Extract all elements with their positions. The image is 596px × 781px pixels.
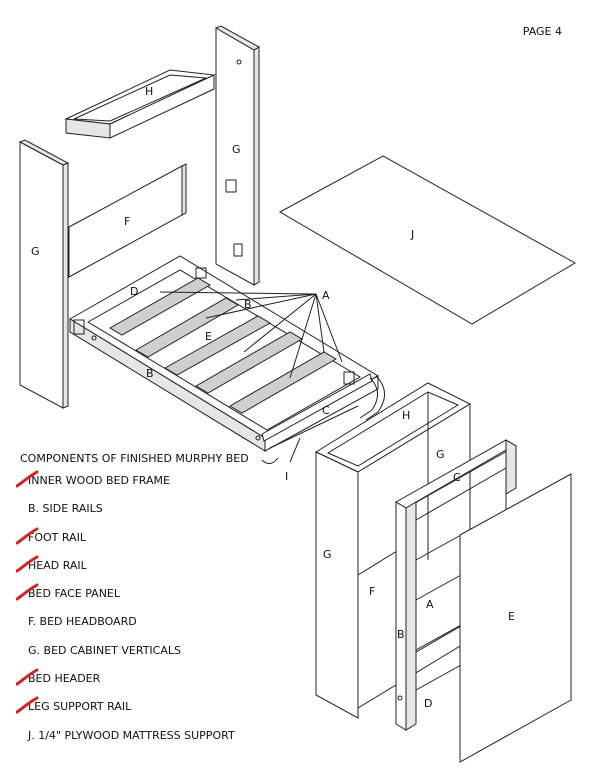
page-number: PAGE 4 [522,25,562,38]
label-g-cabinet-side: G [323,548,332,561]
component-text: BED FACE PANEL [28,587,121,601]
label-d-frame: D [130,285,138,298]
component-item: G. BED CABINET VERTICALS [22,644,235,672]
label-g-top: G [232,143,241,156]
component-text: G. BED CABINET VERTICALS [28,643,181,657]
part-h-header [64,69,216,139]
component-item: LEG SUPPORT RAIL [16,696,235,728]
label-f-cabinet: F [369,585,375,598]
component-item: INNER WOOD BED FRAME [16,470,235,502]
label-e-frame: E [205,330,212,343]
components-title: COMPONENTS OF FINISHED MURPHY BED [20,452,249,465]
component-item: FOOT RAIL [16,527,235,559]
label-b-frame-lower: B [146,367,154,380]
label-c-frame: C [322,404,330,417]
component-item: BED HEADER [16,668,235,700]
part-j-plywood [278,155,577,325]
component-item: J. 1/4" PLYWOOD MATTRESS SUPPORT [22,729,235,757]
label-j: J [410,228,414,241]
label-b-cabinet: B [397,628,405,641]
label-i: I [285,470,288,483]
component-item: F. BED HEADBOARD [22,615,235,643]
label-h-top: H [145,85,153,98]
label-d-cabinet: D [424,697,432,710]
part-g-vertical-left [18,139,70,409]
component-item: BED FACE PANEL [16,583,235,615]
label-g-cabinet-upper: G [436,448,445,461]
part-bed-frame [69,255,385,464]
part-assembled-cabinet [314,382,572,763]
part-f-headboard [68,163,187,278]
component-text: F. BED HEADBOARD [28,615,137,629]
component-text: LEG SUPPORT RAIL [28,700,132,714]
component-item: HEAD RAIL [16,555,235,587]
component-text: BED HEADER [28,672,101,686]
component-text: FOOT RAIL [28,530,86,544]
component-text: B. SIDE RAILS [28,502,103,516]
label-b-frame-upper: B [244,298,252,311]
component-item: B. SIDE RAILS [22,502,235,530]
label-a-arrows: A [322,289,330,302]
label-h-cabinet: H [402,409,410,422]
component-text: J. 1/4" PLYWOOD MATTRESS SUPPORT [28,728,235,742]
label-e-cabinet: E [508,610,515,623]
label-c-cabinet: C [453,471,461,484]
label-f-top: F [124,215,130,228]
label-g-left: G [31,245,40,258]
components-list: INNER WOOD BED FRAME B. SIDE RAILS FOOT … [16,470,235,757]
component-text: HEAD RAIL [28,558,87,572]
component-text: INNER WOOD BED FRAME [28,474,170,487]
label-a-cabinet: A [426,598,434,611]
part-g-vertical-top [214,25,261,286]
